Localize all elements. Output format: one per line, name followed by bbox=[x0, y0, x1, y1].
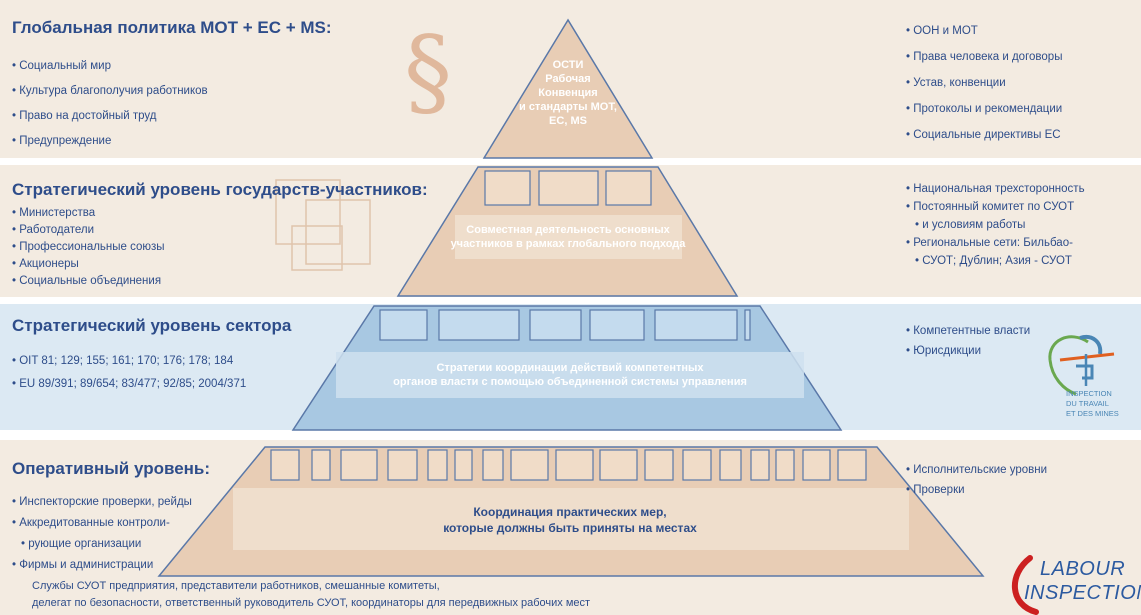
list-item: Культура благополучия работников bbox=[12, 79, 207, 104]
list-item: рующие организации bbox=[12, 534, 192, 555]
list-operative-left: Инспекторские проверки, рейды Аккредитов… bbox=[12, 492, 192, 576]
list-sector-right: Компетентные власти Юрисдикции bbox=[906, 321, 1030, 361]
list-item: EU 89/391; 89/654; 83/477; 92/85; 2004/3… bbox=[12, 373, 246, 396]
list-item: Министерства bbox=[12, 205, 165, 222]
labour-logo-line2: INSPECTION bbox=[1024, 582, 1141, 604]
title-global: Глобальная политика МОТ + ЕС + MS: bbox=[12, 18, 332, 37]
pyramid-text-sector: Стратегии координации действий компетент… bbox=[393, 362, 747, 388]
list-global-left: Социальный мир Культура благополучия раб… bbox=[12, 54, 208, 154]
list-item: Работодатели bbox=[12, 222, 165, 239]
list-item: ООН и МОТ bbox=[906, 18, 1062, 44]
list-item: Проверки bbox=[906, 480, 1047, 500]
bottom-note: Службы СУОТ предприятия, представители р… bbox=[32, 580, 591, 609]
list-item: Постоянный комитет по СУОТ bbox=[906, 198, 1085, 216]
title-state: Стратегический уровень государств-участн… bbox=[12, 180, 428, 199]
list-item: Профессиональные союзы bbox=[12, 239, 164, 256]
list-item: Компетентные власти bbox=[906, 321, 1030, 341]
section-sign-icon: § bbox=[404, 16, 452, 128]
list-item: Права человека и договоры bbox=[906, 44, 1062, 70]
list-item: и условиям работы bbox=[906, 216, 1085, 234]
list-item: Национальная трехсторонность bbox=[906, 180, 1084, 198]
pyramid-text-state: Совместная деятельность основных участни… bbox=[450, 224, 686, 250]
list-item: Право на достойный труд bbox=[12, 104, 208, 129]
list-sector-left: OIT 81; 129; 155; 161; 170; 176; 178; 18… bbox=[12, 350, 246, 396]
list-item: Фирмы и администрации bbox=[12, 555, 192, 576]
list-item: Предупреждение bbox=[12, 129, 208, 154]
title-sector: Стратегический уровень сектора bbox=[12, 316, 292, 335]
labour-logo-line1: LABOUR bbox=[1040, 558, 1126, 580]
list-item: Протоколы и рекомендации bbox=[906, 96, 1062, 122]
list-item: Акционеры bbox=[12, 256, 165, 273]
list-item: Региональные сети: Бильбао- bbox=[906, 234, 1085, 252]
list-item: Устав, конвенции bbox=[906, 70, 1062, 96]
list-item: Социальный мир bbox=[12, 54, 208, 79]
list-item: СУОТ; Дублин; Азия - СУОТ bbox=[906, 252, 1085, 270]
list-operative-right: Исполнительские уровни Проверки bbox=[906, 460, 1047, 500]
list-item: OIT 81; 129; 155; 161; 170; 176; 178; 18… bbox=[12, 350, 246, 373]
title-operative: Оперативный уровень: bbox=[12, 459, 211, 478]
list-item: Инспекторские проверки, рейды bbox=[12, 492, 192, 513]
pyramid-text-operative: Координация практических мер, которые до… bbox=[443, 505, 697, 535]
list-item: Исполнительские уровни bbox=[906, 460, 1047, 480]
pyramid-tier-global bbox=[482, 18, 654, 159]
list-item: Социальные объединения bbox=[12, 273, 165, 290]
inspection-du-travail-logo bbox=[1048, 335, 1115, 396]
inspection-logo-text: INSPECTION DU TRAVAIL ET DES MINES bbox=[1066, 389, 1119, 418]
list-item: Социальные директивы ЕС bbox=[906, 122, 1062, 148]
list-global-right: ООН и МОТ Права человека и договоры Уста… bbox=[906, 18, 1062, 148]
pyramid-text-global: ОСТИ Рабочая Конвенция и стандарты МОТ, … bbox=[519, 59, 617, 127]
list-item: Юрисдикции bbox=[906, 341, 1030, 361]
list-state-left: Министерства Работодатели Профессиональн… bbox=[12, 205, 165, 290]
list-item: Аккредитованные контроли- bbox=[12, 513, 192, 534]
list-state-right: Национальная трехсторонность Постоянный … bbox=[906, 180, 1085, 270]
